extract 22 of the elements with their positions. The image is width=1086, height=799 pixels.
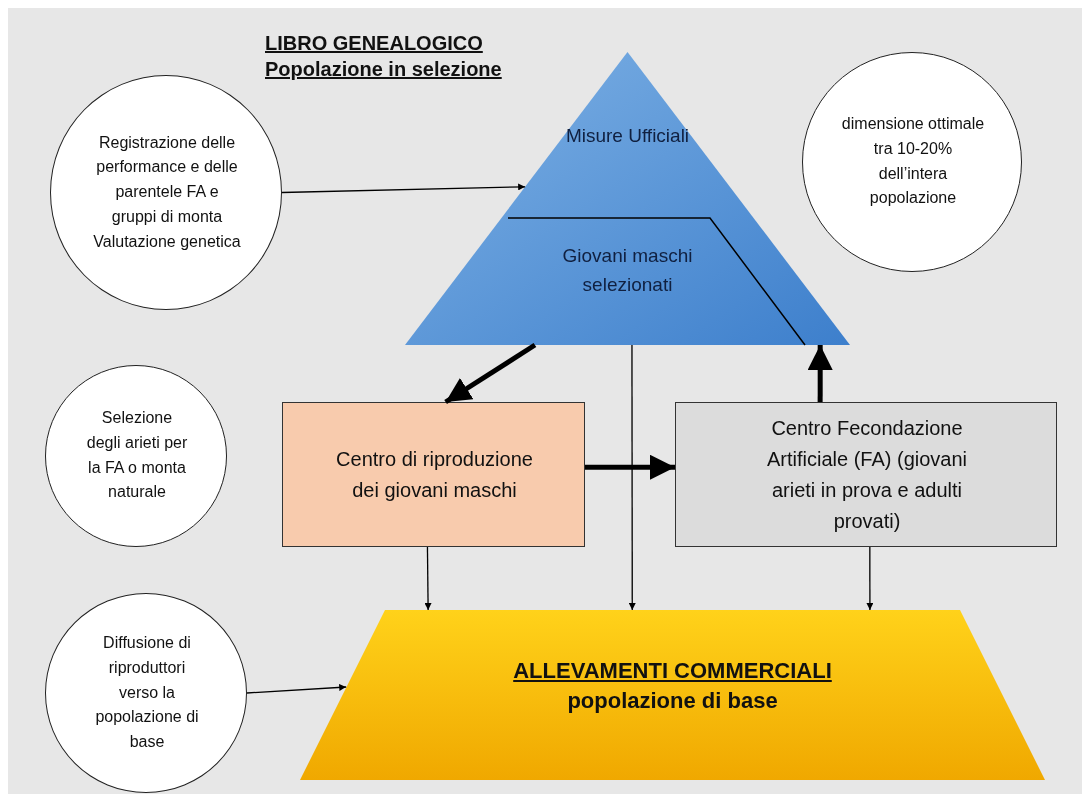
node-text: Misure Ufficiali <box>565 124 690 148</box>
node-text: Registrazione delle performance e delle parentele FA e gruppi di monta Valutazione genetica <box>92 132 242 252</box>
process-box <box>282 402 585 547</box>
arrow <box>585 454 675 480</box>
arrow <box>246 683 347 694</box>
arrow <box>807 345 833 402</box>
node-text: LIBRO GENEALOGICO <box>265 32 484 55</box>
base-trapezoid <box>300 610 1045 780</box>
node-text: Giovani maschi selezionati <box>561 244 694 297</box>
arrow <box>866 546 874 611</box>
node-text: Centro di riproduzione dei giovani maschi <box>335 446 534 503</box>
arrow <box>628 344 636 611</box>
process-box <box>675 402 1057 547</box>
node-text: dimensione ottimale tra 10-20% dell’intera popolazione <box>841 114 985 209</box>
node-text: Popolazione in selezione <box>265 58 503 81</box>
arrow <box>281 183 526 194</box>
node-text: Selezione degli arieti per la FA o monta naturale <box>85 408 189 503</box>
node-text: ALLEVAMENTI COMMERCIALI <box>512 658 833 684</box>
node-text: Centro Fecondazione Artificiale (FA) (giovani arieti in prova e adulti provati) <box>765 415 969 534</box>
node-text: popolazione di base <box>566 688 779 714</box>
node-text: Diffusione di riproduttori verso la popolazione di base <box>94 633 200 753</box>
arrow <box>424 546 432 611</box>
